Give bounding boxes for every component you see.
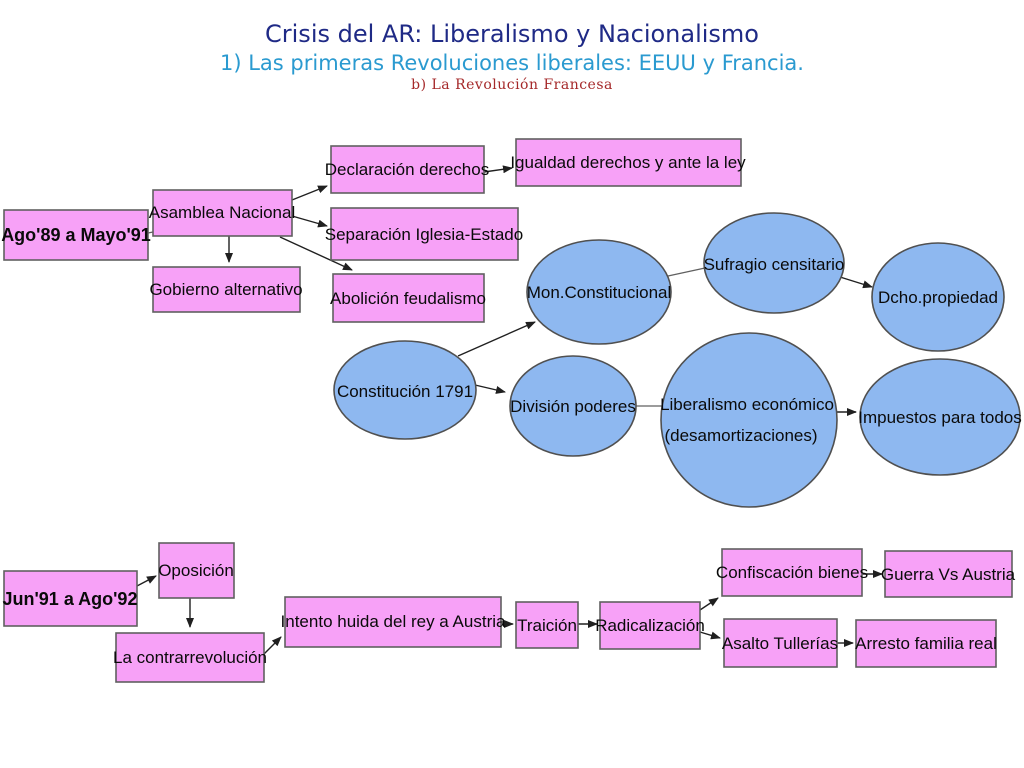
- node-contrarrevolucion: La contrarrevolución: [113, 632, 267, 683]
- node-constitucion-1791: Constitución 1791: [333, 340, 477, 440]
- svg-text:(desamortizaciones): (desamortizaciones): [664, 426, 817, 445]
- node-confiscacion-bienes: Confiscación bienes: [716, 548, 868, 597]
- svg-text:La contrarrevolución: La contrarrevolución: [113, 648, 267, 667]
- node-mon-constitucional: Mon.Constitucional: [526, 239, 672, 345]
- svg-text:Separación Iglesia-Estado: Separación Iglesia-Estado: [325, 225, 523, 244]
- svg-text:Mon.Constitucional: Mon.Constitucional: [527, 283, 672, 302]
- node-gobierno-alternativo: Gobierno alternativo: [149, 266, 303, 313]
- node-dcho-propiedad: Dcho.propiedad: [871, 242, 1005, 352]
- svg-text:Impuestos para todos: Impuestos para todos: [858, 408, 1021, 427]
- node-oposicion: Oposición: [158, 542, 235, 599]
- node-traicion: Traición: [515, 601, 579, 649]
- node-guerra-vs-austria: Guerra Vs Austria: [881, 550, 1016, 598]
- node-period-2: Jun'91 a Ago'92: [3, 570, 138, 627]
- svg-text:Dcho.propiedad: Dcho.propiedad: [878, 288, 998, 307]
- svg-text:Intento huida del rey a Austri: Intento huida del rey a Austria: [281, 612, 506, 631]
- svg-text:Radicalización: Radicalización: [595, 616, 705, 635]
- node-separacion-iglesia-estado: Separación Iglesia-Estado: [325, 207, 523, 261]
- svg-text:Sufragio censitario: Sufragio censitario: [704, 255, 845, 274]
- node-declaracion-derechos: Declaración derechos: [325, 145, 489, 194]
- svg-text:División poderes: División poderes: [510, 397, 636, 416]
- svg-text:Jun'91 a Ago'92: Jun'91 a Ago'92: [3, 589, 138, 609]
- svg-text:Declaración derechos: Declaración derechos: [325, 160, 489, 179]
- svg-text:Asamblea Nacional: Asamblea Nacional: [149, 203, 295, 222]
- svg-text:Asalto Tullerías: Asalto Tullerías: [722, 634, 838, 653]
- svg-text:Abolición feudalismo: Abolición feudalismo: [330, 289, 486, 308]
- node-radicalizacion: Radicalización: [595, 601, 705, 650]
- node-intento-huida: Intento huida del rey a Austria: [281, 596, 506, 648]
- node-asamblea-nacional: Asamblea Nacional: [149, 189, 295, 237]
- svg-text:Igualdad derechos y ante la le: Igualdad derechos y ante la ley: [510, 153, 746, 172]
- svg-text:Arresto familia real: Arresto familia real: [855, 634, 997, 653]
- node-abolicion-feudalismo: Abolición feudalismo: [330, 273, 486, 323]
- node-impuestos-para-todos: Impuestos para todos: [858, 358, 1022, 476]
- svg-text:Guerra Vs Austria: Guerra Vs Austria: [881, 565, 1016, 584]
- svg-text:Ago'89 a Mayo'91: Ago'89 a Mayo'91: [1, 225, 151, 245]
- page-subtitle: 1) Las primeras Revoluciones liberales: …: [220, 51, 804, 75]
- svg-text:Constitución 1791: Constitución 1791: [337, 382, 473, 401]
- svg-text:Traición: Traición: [517, 616, 577, 635]
- node-division-poderes: División poderes: [509, 355, 637, 457]
- node-liberalismo-economico: Liberalismo económico (desamortizaciones…: [660, 332, 838, 508]
- node-arresto-familia-real: Arresto familia real: [855, 619, 997, 668]
- node-igualdad-derechos: Igualdad derechos y ante la ley: [510, 138, 746, 187]
- svg-text:Gobierno alternativo: Gobierno alternativo: [149, 280, 302, 299]
- node-sufragio-censitario: Sufragio censitario: [703, 212, 845, 314]
- node-period-1: Ago'89 a Mayo'91: [1, 209, 151, 261]
- node-asalto-tullerias: Asalto Tullerías: [722, 618, 838, 668]
- connectors: [136, 165, 883, 655]
- page-title: Crisis del AR: Liberalismo y Nacionalism…: [265, 20, 759, 48]
- svg-text:Confiscación bienes: Confiscación bienes: [716, 563, 868, 582]
- section-title: b) La Revolución Francesa: [411, 77, 613, 93]
- svg-text:Liberalismo económico: Liberalismo económico: [660, 395, 834, 414]
- svg-text:Oposición: Oposición: [158, 561, 234, 580]
